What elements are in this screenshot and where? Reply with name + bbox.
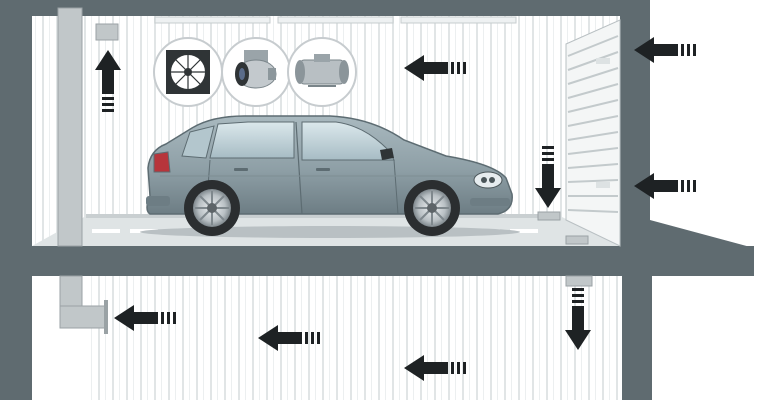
ceiling-light-icon — [154, 16, 271, 24]
exhaust-duct-icon — [57, 7, 119, 247]
ceiling-light-icon — [400, 16, 517, 24]
ceiling-light-icon — [277, 16, 394, 24]
wheel-icon — [404, 180, 460, 236]
inline-duct-fan-icon — [221, 37, 291, 107]
floor-vent-icon — [565, 235, 589, 245]
wheel-icon — [184, 180, 240, 236]
wall-axial-fan-icon — [153, 37, 223, 107]
lower-level-interior — [32, 275, 622, 400]
car-icon — [140, 115, 520, 238]
floor-vent-icon — [537, 211, 561, 221]
exhaust-duct-icon — [59, 275, 108, 334]
ceiling-vent-icon — [565, 275, 593, 287]
mixed-flow-duct-fan-icon — [287, 37, 357, 107]
louvre-grille-icon — [565, 19, 621, 247]
